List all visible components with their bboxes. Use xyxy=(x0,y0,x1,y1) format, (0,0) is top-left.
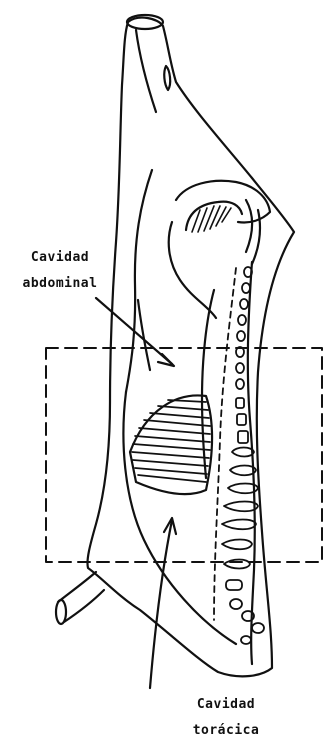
rib-lines xyxy=(132,400,210,482)
region-box xyxy=(46,348,322,562)
label-thoracic-cavity-line1: Cavidad xyxy=(168,697,284,713)
label-thoracic-cavity-line2: torácica xyxy=(168,723,284,739)
pelvic-rim xyxy=(169,222,216,318)
bone-neck-line xyxy=(136,30,156,112)
spine-edge xyxy=(248,262,255,664)
label-abdominal-cavity-line2: abdominal xyxy=(2,276,118,292)
label-abdominal-cavity-line1: Cavidad xyxy=(2,250,118,266)
tail-root xyxy=(246,200,260,264)
carcass-outline xyxy=(87,18,294,677)
bone-hole xyxy=(164,66,170,90)
pointer-thoracic xyxy=(150,520,172,688)
shank-bone-end xyxy=(56,600,66,624)
